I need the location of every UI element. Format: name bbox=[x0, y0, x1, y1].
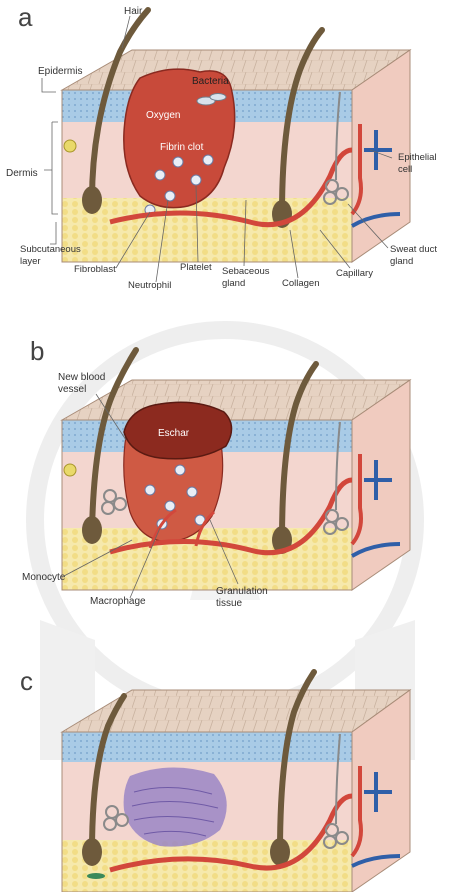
label-subcutaneous-2: layer bbox=[20, 256, 41, 267]
label-epidermis: Epidermis bbox=[38, 66, 82, 77]
label-new-vessel-1: New blood bbox=[58, 372, 105, 383]
label-eschar: Eschar bbox=[158, 428, 190, 439]
sebaceous-gland-b bbox=[64, 464, 76, 476]
label-epithelial-2: cell bbox=[398, 164, 412, 175]
label-neutrophil: Neutrophil bbox=[128, 280, 171, 291]
collagen-cell-c bbox=[87, 873, 105, 879]
label-sebaceous-1: Sebaceous bbox=[222, 266, 270, 277]
label-collagen: Collagen bbox=[282, 278, 320, 289]
panel-c-letter: c bbox=[20, 666, 33, 696]
label-sebaceous-2: gland bbox=[222, 278, 245, 289]
label-granulation-1: Granulation bbox=[216, 586, 268, 597]
panel-a-letter: a bbox=[18, 2, 33, 32]
label-macrophage: Macrophage bbox=[90, 596, 146, 607]
label-hair: Hair bbox=[124, 6, 143, 17]
label-new-vessel-2: vessel bbox=[58, 384, 86, 395]
hair-follicle-a1 bbox=[82, 186, 102, 214]
label-oxygen: Oxygen bbox=[146, 110, 180, 121]
sebaceous-gland-a bbox=[64, 140, 76, 152]
label-sweat-2: gland bbox=[390, 256, 413, 267]
label-bacteria: Bacteria bbox=[192, 76, 229, 87]
panel-b-letter: b bbox=[30, 336, 44, 366]
label-sweat-1: Sweat duct bbox=[390, 244, 437, 255]
label-fibroblast: Fibroblast bbox=[74, 264, 116, 275]
label-monocyte: Monocyte bbox=[22, 572, 66, 583]
label-dermis: Dermis bbox=[6, 168, 38, 179]
label-fibrin-clot: Fibrin clot bbox=[160, 142, 204, 153]
hair-follicle-c1 bbox=[82, 838, 102, 866]
hair-follicle-b1 bbox=[82, 516, 102, 544]
panel-a: a Hair Epidermis D bbox=[6, 2, 437, 291]
scar-tissue-c bbox=[124, 767, 227, 846]
label-platelet: Platelet bbox=[180, 262, 212, 273]
label-epithelial-1: Epithelial bbox=[398, 152, 437, 163]
label-capillary: Capillary bbox=[336, 268, 373, 279]
label-subcutaneous-1: Subcutaneous bbox=[20, 244, 81, 255]
label-granulation-2: tissue bbox=[216, 598, 243, 609]
